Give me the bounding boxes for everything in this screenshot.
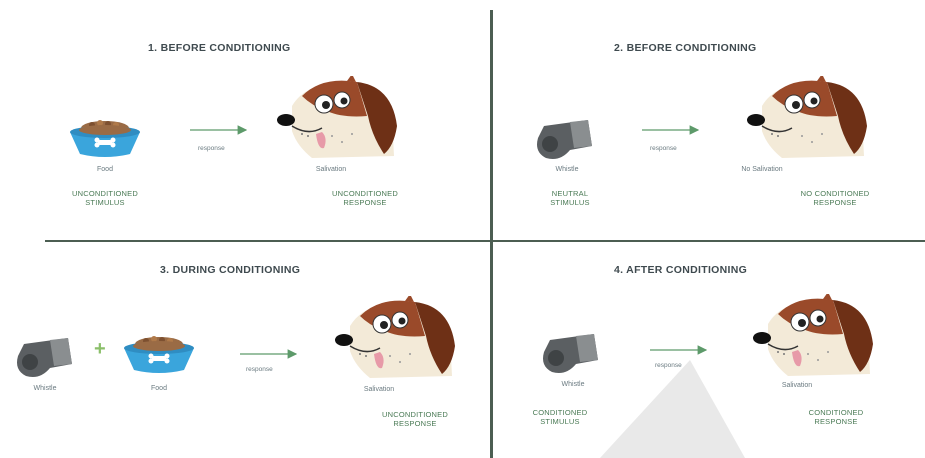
salivation-label: Salivation (781, 382, 813, 389)
response-label: response (246, 366, 273, 373)
food-bowl-icon (124, 336, 194, 373)
response-arrow (240, 349, 298, 359)
whistle-icon (17, 338, 72, 377)
salivating-dog-icon (276, 76, 398, 159)
conditioned-response-label: CONDITIONED RESPONSE (808, 408, 864, 426)
panel-1-title: 1. BEFORE CONDITIONING (148, 42, 291, 54)
whistle-icon (543, 334, 598, 373)
dog-icon (746, 76, 868, 159)
vertical-divider (490, 10, 493, 458)
whistle-icon (537, 120, 592, 159)
panel-2-title: 2. BEFORE CONDITIONING (614, 42, 757, 54)
whistle-label: Whistle (555, 166, 579, 173)
response-arrow (190, 125, 248, 135)
unconditioned-response-label: UNCONDITIONED RESPONSE (382, 410, 448, 428)
plus-sign: + (94, 338, 106, 360)
neutral-stimulus-label: NEUTRAL STIMULUS (550, 189, 590, 207)
unconditioned-stimulus-label: UNCONDITIONED STIMULUS (72, 189, 138, 207)
food-label: Food (151, 385, 167, 392)
response-label: response (198, 145, 225, 152)
salivation-label: Salivation (363, 386, 395, 393)
food-label: Food (97, 166, 113, 173)
no-conditioned-response-label: NO CONDITIONED RESPONSE (800, 189, 870, 207)
response-arrow (642, 125, 700, 135)
response-label: response (655, 362, 682, 369)
food-bowl-icon (70, 120, 140, 157)
response-arrow (650, 345, 708, 355)
salivating-dog-icon (334, 296, 456, 379)
whistle-label: Whistle (33, 385, 57, 392)
response-label: response (650, 145, 677, 152)
panel-4-title: 4. AFTER CONDITIONING (614, 264, 748, 276)
unconditioned-response-label: UNCONDITIONED RESPONSE (332, 189, 398, 207)
conditioned-stimulus-label: CONDITIONED STIMULUS (532, 408, 588, 426)
salivating-dog-icon (752, 294, 874, 377)
no-salivation-label: No Salivation (741, 166, 783, 173)
whistle-label: Whistle (561, 381, 585, 388)
horizontal-divider (45, 240, 925, 242)
salivation-label: Salivation (315, 166, 347, 173)
panel-3-title: 3. DURING CONDITIONING (160, 264, 301, 276)
